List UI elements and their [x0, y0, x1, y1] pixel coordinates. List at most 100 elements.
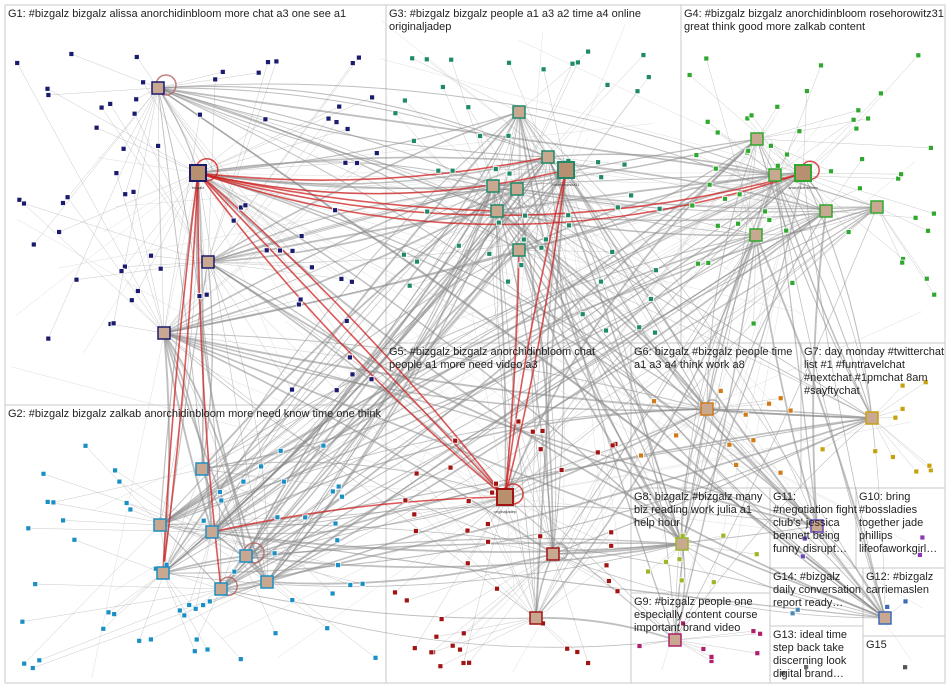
node-g3	[628, 192, 634, 199]
node-g3	[598, 278, 604, 285]
edge	[207, 185, 494, 263]
node-g2	[191, 648, 198, 655]
edge	[157, 87, 267, 251]
node-g5	[594, 449, 601, 456]
node-g3	[448, 56, 455, 63]
edge	[159, 172, 804, 526]
edge	[530, 156, 554, 555]
edge	[755, 234, 886, 619]
node-g4	[686, 72, 693, 78]
node-g1	[157, 265, 164, 272]
node-g2	[320, 442, 327, 449]
node-g4	[859, 156, 865, 163]
node-g3	[435, 167, 442, 174]
edge	[876, 206, 929, 232]
edge	[825, 158, 863, 212]
node-g5	[603, 562, 610, 569]
node-g13	[780, 670, 787, 677]
edge	[871, 417, 886, 619]
node-g2	[36, 657, 43, 664]
avatar-node-g4	[819, 204, 833, 218]
node-g2	[204, 646, 211, 653]
edge	[197, 172, 911, 544]
hub-G1-label: bizgalz	[192, 185, 204, 190]
node-g2	[347, 582, 354, 588]
node-g1	[44, 85, 51, 92]
avatar-node-g2	[156, 566, 170, 580]
edge	[85, 445, 161, 526]
node-g4	[774, 103, 781, 110]
node-g3	[505, 278, 511, 285]
avatar-node-g4	[870, 200, 884, 214]
node-g5	[464, 527, 471, 534]
edge	[405, 500, 537, 619]
node-g3	[538, 244, 545, 251]
edge	[220, 210, 827, 590]
edge	[802, 172, 873, 419]
edge	[381, 20, 567, 171]
node-g3	[424, 208, 431, 215]
node-g5	[449, 642, 456, 649]
edge	[197, 172, 353, 283]
node-g4	[853, 125, 860, 132]
node-g1	[60, 200, 66, 206]
node-g3	[522, 212, 528, 219]
node-g2	[111, 611, 118, 617]
node-g1	[349, 371, 356, 378]
node-g5	[437, 663, 444, 670]
hub-G5-node: originaljadep	[494, 488, 517, 514]
edge	[108, 572, 164, 613]
hub-G3-label: rosehorowitz31	[552, 182, 580, 187]
node-g1	[110, 320, 117, 327]
edge	[706, 138, 758, 410]
node-g2	[192, 605, 199, 612]
node-g2	[123, 500, 130, 506]
node-g4	[766, 217, 773, 223]
edge	[163, 332, 213, 533]
edge	[159, 210, 498, 526]
node-g8	[678, 577, 685, 584]
edge	[516, 84, 608, 190]
edge	[83, 172, 199, 354]
node-g4	[705, 259, 712, 266]
node-g7	[872, 448, 879, 455]
node-g3	[579, 311, 586, 318]
edge	[159, 111, 520, 526]
node-g5	[433, 633, 440, 640]
node-g12	[884, 604, 891, 610]
edge	[751, 115, 827, 212]
edge	[496, 210, 757, 237]
edge	[163, 118, 329, 334]
node-g2	[181, 612, 188, 619]
edge	[756, 138, 904, 260]
node-g12	[902, 598, 909, 605]
node-g1	[45, 335, 52, 342]
hub-G4-node: anorchidinbloom	[788, 164, 818, 190]
node-g1	[346, 354, 353, 361]
edge	[115, 169, 567, 207]
edge	[416, 473, 537, 619]
edge	[245, 543, 683, 568]
edge	[674, 630, 754, 641]
edge	[518, 111, 683, 545]
edge	[504, 458, 727, 498]
node-g9	[750, 628, 757, 634]
edge	[518, 111, 818, 527]
edge	[871, 381, 926, 419]
edge	[159, 249, 520, 526]
node-g1	[45, 92, 52, 98]
edge	[563, 169, 567, 563]
edge	[753, 234, 757, 324]
edge	[157, 87, 549, 158]
edge	[97, 157, 199, 174]
edge	[62, 87, 159, 204]
node-g3	[518, 262, 525, 269]
edge	[114, 172, 804, 591]
node-g6	[766, 400, 772, 407]
node-g1	[120, 145, 127, 152]
node-g5	[529, 428, 536, 435]
edge	[483, 172, 804, 232]
edge	[491, 185, 554, 555]
edge	[792, 206, 878, 284]
node-g3	[595, 159, 601, 166]
